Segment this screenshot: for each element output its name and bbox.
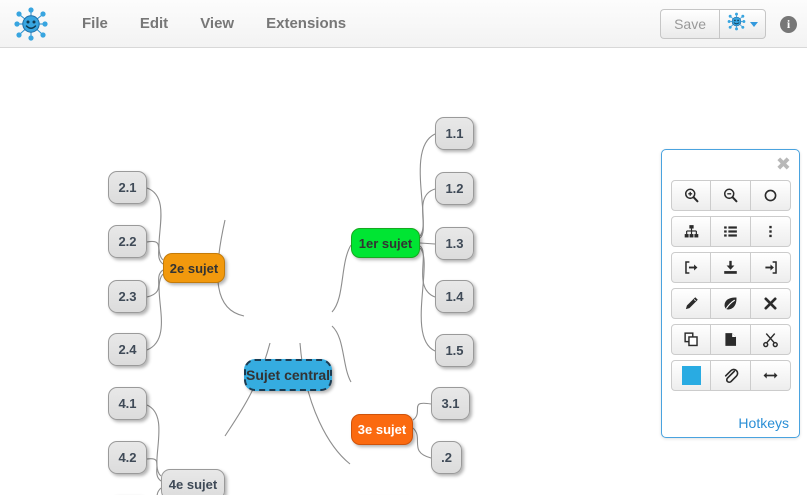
leaf-icon (724, 297, 737, 310)
mindmap-node-1er-sujet[interactable]: 1er sujet (351, 228, 420, 258)
save-dropdown-button[interactable] (719, 9, 766, 39)
menu-file[interactable]: File (82, 15, 108, 32)
pencil-icon (685, 297, 698, 310)
edit-node-button[interactable] (671, 288, 711, 319)
menu-item-list: File Edit View Extensions (66, 9, 362, 38)
import-button[interactable] (751, 252, 791, 283)
caret-down-icon (750, 21, 758, 27)
mindmap-node-2e-sujet[interactable]: 2e sujet (163, 253, 225, 283)
export-button[interactable] (671, 252, 711, 283)
toolbar-row-zoom (671, 180, 791, 211)
toolbar-row-edit (671, 288, 791, 319)
layout-hierarchy-button[interactable] (671, 216, 711, 247)
zoom-out-icon (723, 188, 738, 203)
toolbar-row-transfer (671, 252, 791, 283)
resize-width-button[interactable] (751, 360, 791, 391)
info-icon[interactable]: i (780, 15, 797, 33)
mindmap-node-1-4[interactable]: 1.4 (435, 280, 474, 313)
mindmap-node-1-1[interactable]: 1.1 (435, 117, 474, 150)
zoom-in-icon (684, 188, 698, 203)
cut-button[interactable] (751, 324, 791, 355)
copy-button[interactable] (671, 324, 711, 355)
export-icon (684, 261, 697, 274)
import-icon (765, 261, 777, 274)
mindmap-smiley-icon (727, 12, 746, 36)
zoom-in-button[interactable] (671, 180, 711, 211)
paste-icon (725, 333, 737, 346)
mindmap-node-1-2[interactable]: 1.2 (435, 172, 474, 205)
x-icon (764, 297, 777, 310)
mindmap-node-1-3[interactable]: 1.3 (435, 227, 474, 260)
menu-bar: File Edit View Extensions Save (0, 0, 807, 48)
download-button[interactable] (711, 252, 751, 283)
zoom-out-button[interactable] (711, 180, 751, 211)
mindmap-canvas[interactable]: Sujet central 1er sujet 2e sujet 3e suje… (0, 48, 807, 495)
copy-icon (683, 332, 698, 347)
reset-view-button[interactable] (751, 180, 791, 211)
download-icon (724, 260, 737, 274)
save-button[interactable]: Save (660, 9, 719, 39)
paste-button[interactable] (711, 324, 751, 355)
hierarchy-icon (684, 225, 698, 238)
toolbar-row-layout (671, 216, 791, 247)
mindmap-node-1-5[interactable]: 1.5 (435, 334, 474, 367)
add-child-button[interactable] (711, 288, 751, 319)
menu-view[interactable]: View (200, 15, 235, 32)
arrows-horizontal-icon (763, 372, 778, 379)
mindmap-node-3-1[interactable]: 3.1 (431, 387, 470, 420)
list-view-button[interactable] (711, 216, 751, 247)
node-color-button[interactable] (671, 360, 711, 391)
toolbar-row-style (671, 360, 791, 391)
mindmap-node-2-4[interactable]: 2.4 (108, 333, 147, 366)
toolbar-row-clipboard (671, 324, 791, 355)
paperclip-icon (724, 368, 739, 384)
circle-icon (764, 189, 777, 202)
toolbar-rows (671, 180, 791, 391)
mindmap-node-3e-sujet[interactable]: 3e sujet (351, 414, 413, 445)
mindmap-node-2-3[interactable]: 2.3 (108, 280, 147, 313)
attachment-button[interactable] (711, 360, 751, 391)
list-icon (724, 226, 737, 237)
menu-bar-right-actions: Save (660, 9, 797, 39)
hotkeys-link[interactable]: Hotkeys (738, 415, 789, 431)
mindmap-node-central[interactable]: Sujet central (244, 359, 332, 391)
more-vertical-icon (769, 225, 772, 238)
more-options-button[interactable] (751, 216, 791, 247)
toolbar-panel: ✖ (661, 149, 800, 438)
mindmap-node-4e-sujet[interactable]: 4e sujet (161, 469, 225, 495)
mindmap-node-2-2[interactable]: 2.2 (108, 225, 147, 258)
mindmap-node-4-1[interactable]: 4.1 (108, 387, 147, 420)
save-button-group: Save (660, 9, 766, 39)
mindmap-node-2-1[interactable]: 2.1 (108, 171, 147, 204)
mindmap-node-3-2[interactable]: .2 (431, 441, 462, 474)
scissors-icon (763, 333, 778, 348)
color-swatch-icon (681, 366, 701, 385)
menu-edit[interactable]: Edit (139, 15, 169, 32)
menu-extensions[interactable]: Extensions (266, 15, 347, 32)
mindmap-smiley-logo-icon[interactable] (12, 5, 50, 43)
delete-node-button[interactable] (751, 288, 791, 319)
close-icon[interactable]: ✖ (775, 154, 791, 175)
mindmap-node-4-2[interactable]: 4.2 (108, 441, 147, 474)
